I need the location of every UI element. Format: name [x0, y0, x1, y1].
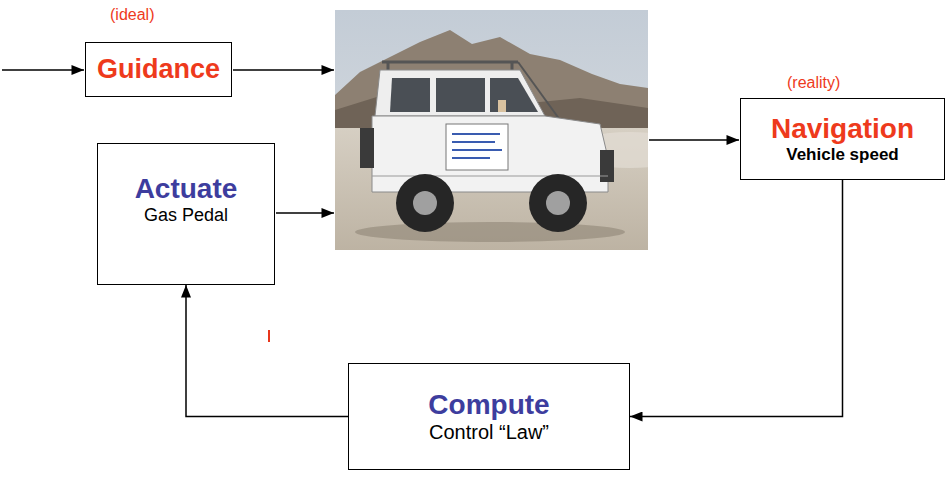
stray-mark — [268, 330, 270, 342]
box-title: Actuate — [135, 173, 238, 205]
annotation-label: (reality) — [787, 74, 840, 92]
bumper — [600, 150, 614, 182]
box-title: Compute — [428, 389, 549, 421]
feedback-arrow — [186, 285, 348, 417]
side-sign — [446, 124, 508, 170]
photo — [335, 10, 648, 250]
box-subtitle: Vehicle speed — [786, 145, 898, 165]
hub — [413, 191, 437, 215]
box-title: Guidance — [97, 54, 220, 85]
rear-rack — [360, 128, 374, 168]
cab-roof — [375, 70, 545, 116]
hub — [546, 191, 570, 215]
trim — [372, 176, 608, 177]
sky — [335, 10, 648, 250]
driver — [498, 100, 506, 112]
box-subtitle: Control “Law” — [429, 421, 549, 444]
annotation-label: (ideal) — [110, 6, 154, 24]
feedback-arrow — [630, 180, 843, 417]
guidance-arrow — [233, 69, 334, 71]
sign-lettering — [452, 134, 502, 158]
output-arrow — [649, 139, 739, 141]
actuate-box: ActuateGas Pedal — [97, 143, 275, 285]
roll-bar — [382, 61, 518, 64]
actuate-arrow — [276, 212, 334, 214]
wheel — [529, 174, 587, 232]
navigation-box: NavigationVehicle speed — [740, 98, 945, 180]
box-subtitle: Gas Pedal — [144, 205, 228, 226]
shadow — [355, 222, 625, 242]
box-title: Navigation — [771, 113, 914, 145]
compute-box: ComputeControl “Law” — [348, 363, 630, 470]
window — [436, 78, 485, 112]
input-arrow — [2, 69, 84, 71]
guidance-box: Guidance — [85, 42, 232, 97]
wheel — [396, 174, 454, 232]
window — [490, 78, 538, 112]
window — [390, 78, 430, 112]
